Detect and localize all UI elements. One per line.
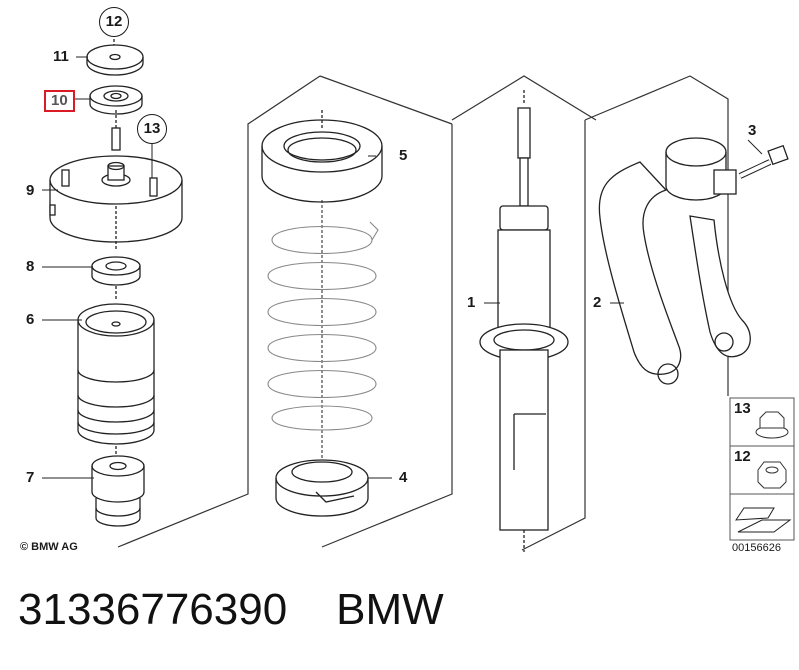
callout-13: 13 <box>137 114 167 144</box>
leader-lines <box>42 56 763 479</box>
legend-label-12: 12 <box>734 448 751 465</box>
part-2-knuckle <box>598 137 751 385</box>
callout-4: 4 <box>399 469 408 486</box>
coil-spring <box>267 200 379 460</box>
callout-1: 1 <box>467 294 476 311</box>
part-brand: BMW <box>336 585 444 634</box>
part-9-top-mount <box>49 155 183 250</box>
parts-diagram: 12 11 10 13 9 8 6 7 5 4 1 2 3 13 12 © BM… <box>20 7 795 554</box>
callout-7: 7 <box>26 469 35 486</box>
legend-label-13: 13 <box>734 400 751 417</box>
part-7-bump-stop <box>91 455 145 527</box>
legend-nut-13 <box>755 411 789 439</box>
legend-nut-12 <box>757 461 787 489</box>
part-number: 31336776390 <box>18 585 288 634</box>
callout-6: 6 <box>26 311 35 328</box>
diagram-drawing <box>42 34 795 552</box>
legend-box <box>729 397 795 541</box>
part-11-washer <box>86 44 144 76</box>
callout-3: 3 <box>748 122 757 139</box>
copyright-notice: © BMW AG <box>20 541 78 553</box>
diagram-reference-number: 00156626 <box>732 542 781 554</box>
part-5-upper-pad <box>261 110 383 203</box>
part-4-lower-pad <box>275 459 369 517</box>
part-6-boot <box>77 303 155 458</box>
part-spacer <box>287 585 336 634</box>
part-10-ring <box>89 85 143 115</box>
callout-12: 12 <box>99 7 129 37</box>
part-1-shock-absorber <box>479 90 569 552</box>
callout-9: 9 <box>26 182 35 199</box>
part-3-bolt <box>738 144 789 179</box>
callout-2: 2 <box>593 294 602 311</box>
panel-frames <box>117 75 729 551</box>
callout-10-highlighted: 10 <box>44 90 75 112</box>
part-number-line: 31336776390 BMW <box>18 580 444 640</box>
legend-arrow <box>735 507 792 533</box>
part-8-bearing <box>91 256 141 300</box>
part-stud <box>111 110 121 151</box>
callout-11: 11 <box>53 48 69 65</box>
callout-5: 5 <box>399 147 408 164</box>
callout-8: 8 <box>26 258 35 275</box>
